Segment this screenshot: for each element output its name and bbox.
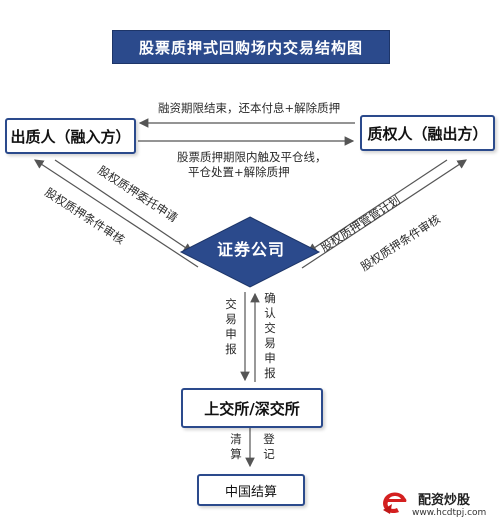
node-pledgor: 出质人（融入方） <box>5 118 136 154</box>
node-csdc: 中国结算 <box>197 474 305 506</box>
watermark: 配资炒股 www.hcdtpj.com <box>380 488 498 522</box>
arrow-left-review <box>33 159 199 268</box>
label-confirm-report: 确认交易申报 <box>264 291 276 380</box>
label-clearing: 清算 <box>230 432 242 461</box>
node-exchange: 上交所/深交所 <box>181 388 323 428</box>
label-trade-report: 交易申报 <box>225 297 237 356</box>
arrow-right-plan <box>306 159 448 253</box>
e-logo-icon <box>383 492 407 514</box>
securities-diamond <box>179 216 321 288</box>
label-registration: 登记 <box>263 432 275 461</box>
arrow-left-apply <box>54 159 193 253</box>
arrow-right-review <box>301 159 468 269</box>
label-liquidation-1: 股票质押期限内触及平仓线， <box>177 150 327 164</box>
node-pledgee: 质权人（融出方） <box>360 115 495 151</box>
label-liquidation-2: 平仓处置+解除质押 <box>188 165 290 179</box>
watermark-brand: 配资炒股 <box>418 493 471 508</box>
diagram-title: 股票质押式回购场内交易结构图 <box>112 30 390 64</box>
watermark-url: www.hcdtpj.com <box>412 508 487 518</box>
node-securities-label: 证券公司 <box>216 240 285 259</box>
label-repay: 融资期限结束，还本付息+解除质押 <box>158 101 341 115</box>
